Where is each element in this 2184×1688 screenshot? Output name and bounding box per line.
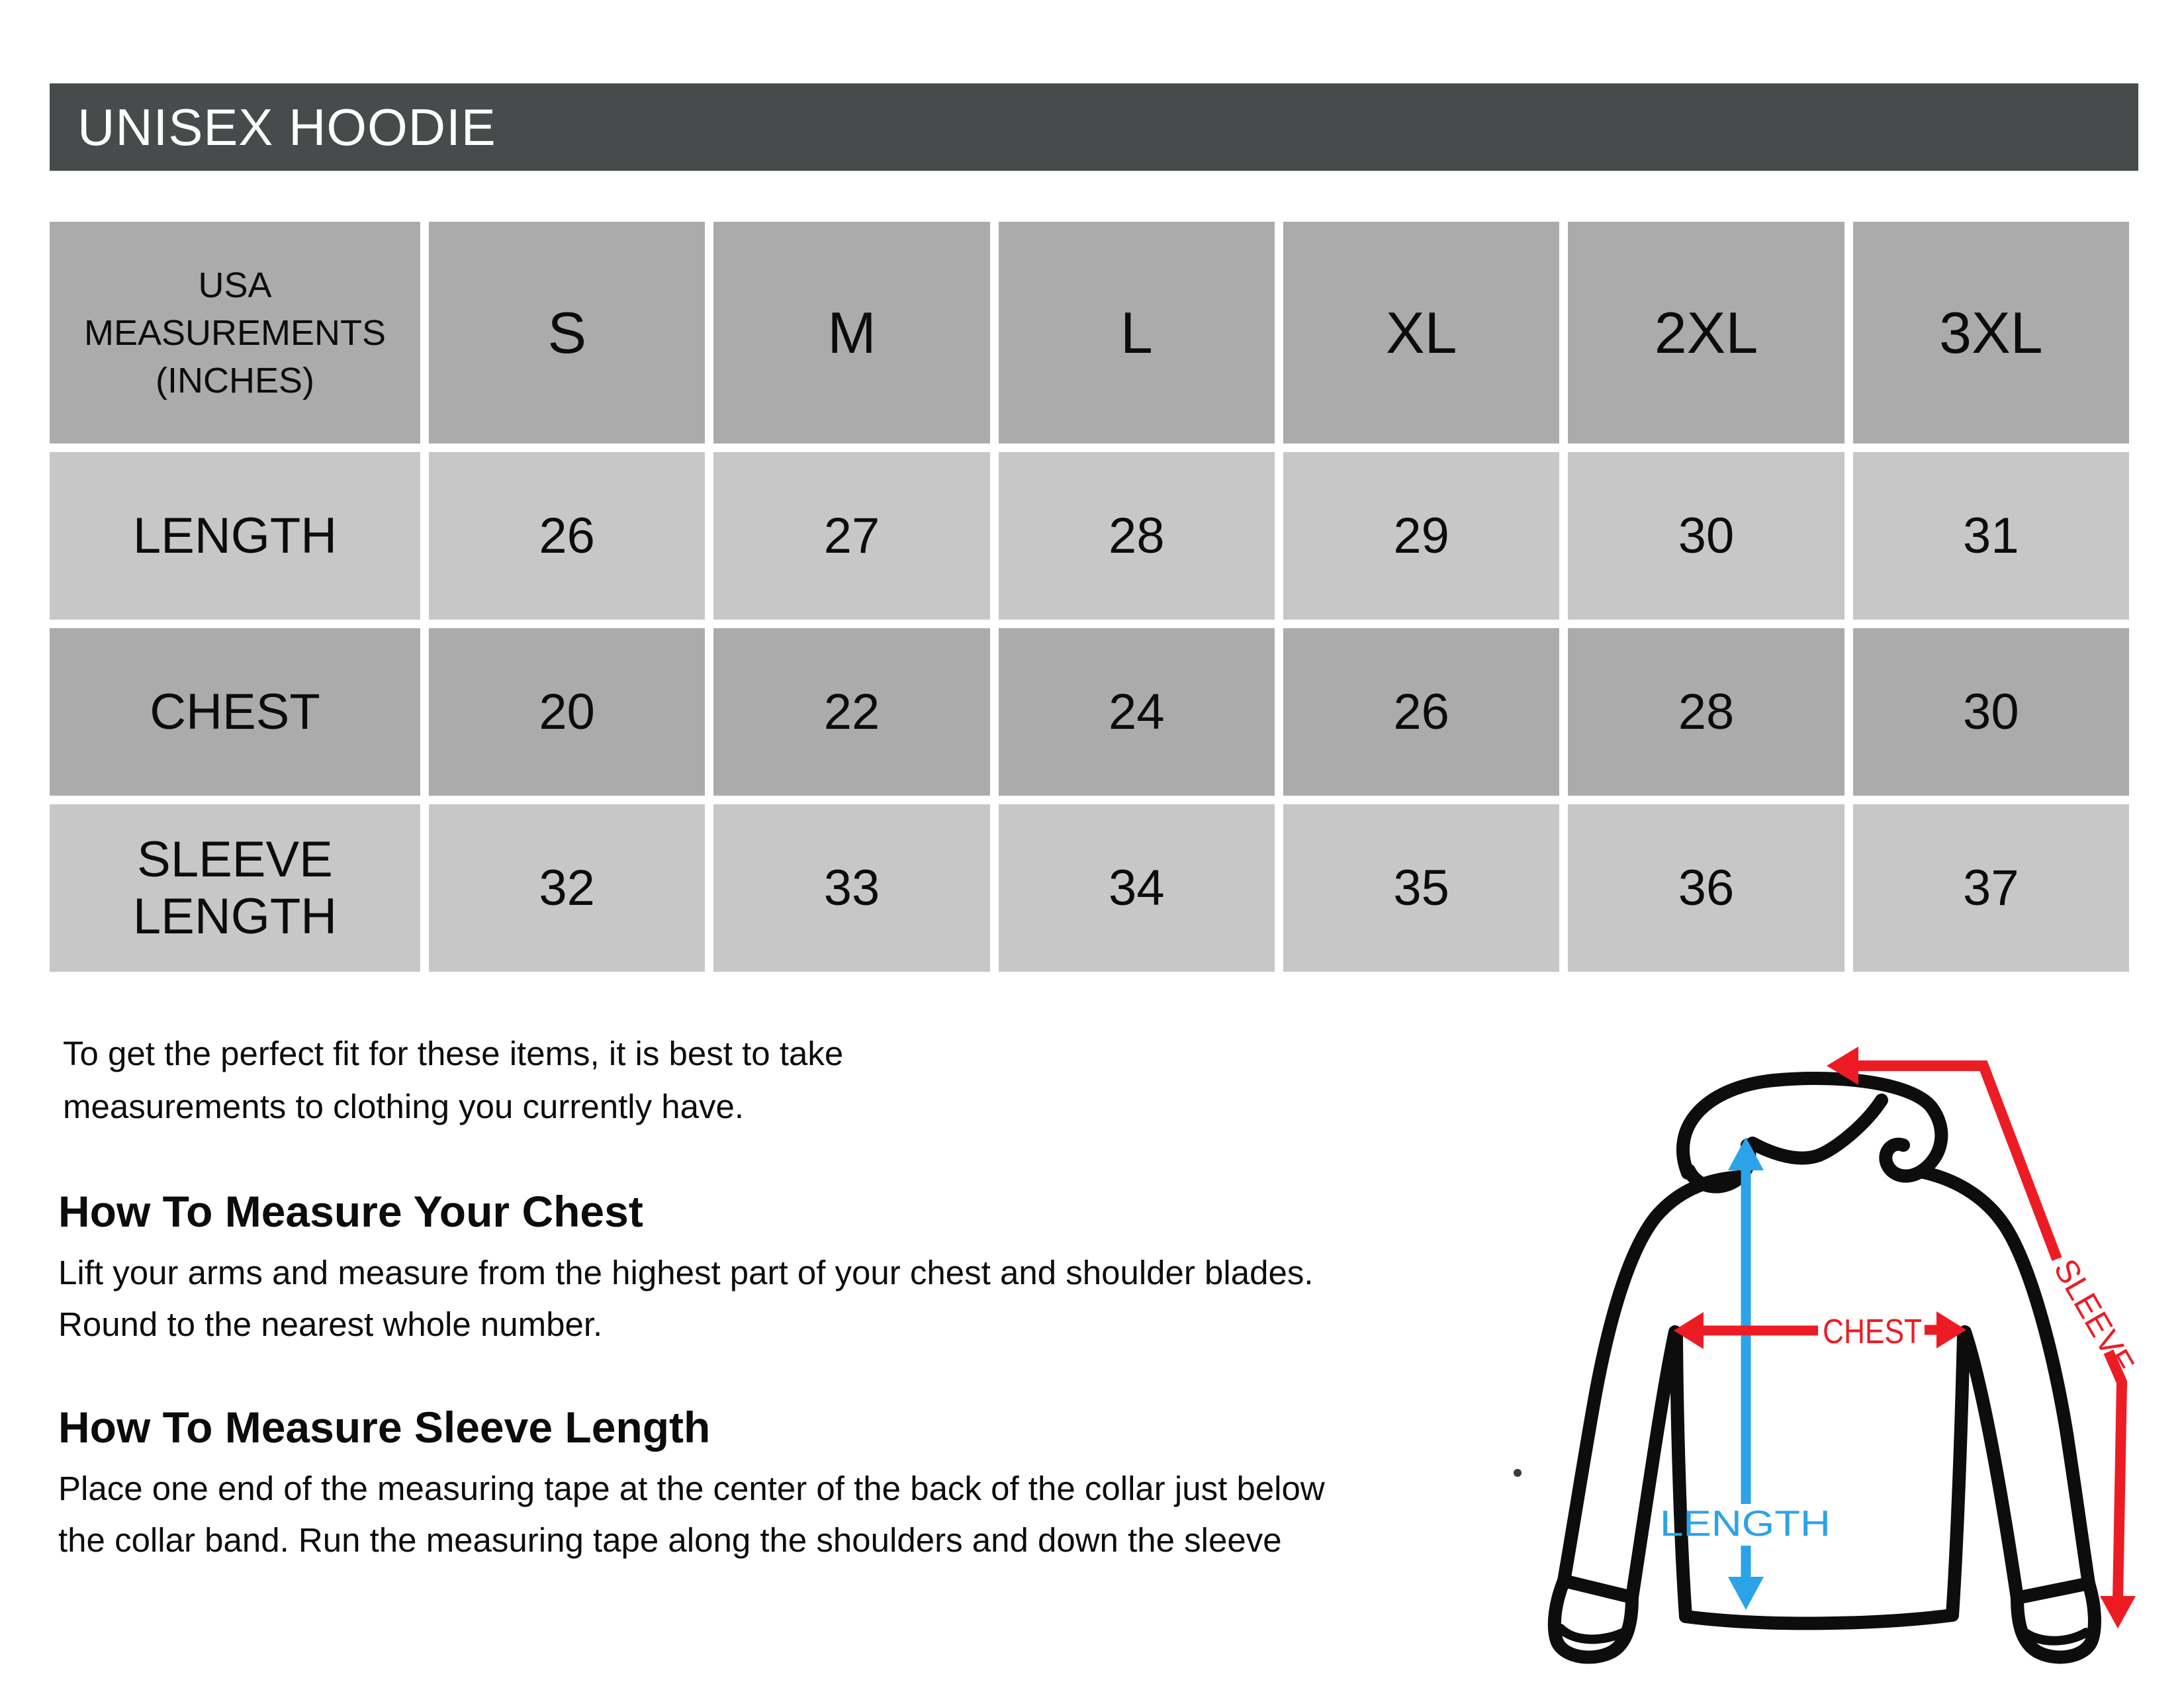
- row-label: LENGTH: [50, 452, 420, 620]
- measure-sleeve-text: Place one end of the measuring tape at t…: [58, 1470, 1325, 1559]
- col-header-l: L: [998, 222, 1275, 444]
- intro-line: To get the perfect fit for these items, …: [63, 1035, 844, 1072]
- cell: 28: [1568, 628, 1844, 796]
- cell: 28: [998, 452, 1275, 620]
- page-title: UNISEX HOODIE: [50, 83, 2138, 171]
- cell: 30: [1568, 452, 1844, 620]
- size-chart-table: USA MEASUREMENTS (INCHES) S M L XL 2XL 3…: [41, 213, 2138, 980]
- cell: 37: [1852, 804, 2129, 972]
- cell: 30: [1852, 628, 2129, 796]
- cell: 20: [429, 628, 705, 796]
- cell: 27: [713, 452, 990, 620]
- col-header-s: S: [429, 222, 705, 444]
- col-header-m: M: [713, 222, 990, 444]
- corner-line: MEASUREMENTS: [83, 312, 387, 353]
- table-row-sleeve-length: SLEEVE LENGTH 32 33 34 35 36 37: [50, 804, 2129, 972]
- chest-label: CHEST: [1823, 1313, 1922, 1351]
- hoodie-measurement-diagram: LENGTH CHEST SLEEVE: [1514, 1047, 2142, 1664]
- corner-line: USA: [198, 265, 272, 305]
- cell: 32: [429, 804, 705, 972]
- cell: 34: [998, 804, 1275, 972]
- cell: 33: [713, 804, 990, 972]
- row-label: CHEST: [50, 628, 420, 796]
- corner-line: (INCHES): [156, 360, 314, 400]
- col-header-3xl: 3XL: [1852, 222, 2129, 444]
- row-label: SLEEVE LENGTH: [50, 804, 420, 972]
- length-label: LENGTH: [1660, 1503, 1831, 1544]
- cell: 29: [1283, 452, 1560, 620]
- length-arrow: LENGTH: [1660, 1137, 1831, 1610]
- corner-header-cell: USA MEASUREMENTS (INCHES): [50, 222, 420, 444]
- fit-intro-text: To get the perfect fit for these items, …: [63, 1027, 843, 1133]
- heading-measure-sleeve: How To Measure Sleeve Length: [58, 1403, 711, 1452]
- table-row-chest: CHEST 20 22 24 26 28 30: [50, 628, 2129, 796]
- hoodie-outline: [1547, 1072, 2101, 1664]
- cell: 22: [713, 628, 990, 796]
- heading-measure-chest: How To Measure Your Chest: [58, 1187, 643, 1236]
- stray-dot: [1514, 1469, 1522, 1477]
- cell: 26: [1283, 628, 1560, 796]
- cell: 36: [1568, 804, 1844, 972]
- cell: 31: [1852, 452, 2129, 620]
- table-row-length: LENGTH 26 27 28 29 30 31: [50, 452, 2129, 620]
- table-header-row: USA MEASUREMENTS (INCHES) S M L XL 2XL 3…: [50, 222, 2129, 444]
- sleeve-label: SLEEVE: [2046, 1253, 2141, 1381]
- cell: 24: [998, 628, 1275, 796]
- col-header-xl: XL: [1283, 222, 1560, 444]
- chest-arrow: CHEST: [1674, 1311, 1966, 1351]
- cell: 26: [429, 452, 705, 620]
- cell: 35: [1283, 804, 1560, 972]
- intro-line: measurements to clothing you currently h…: [63, 1088, 745, 1125]
- col-header-2xl: 2XL: [1568, 222, 1844, 444]
- measure-chest-text: Lift your arms and measure from the high…: [58, 1254, 1314, 1343]
